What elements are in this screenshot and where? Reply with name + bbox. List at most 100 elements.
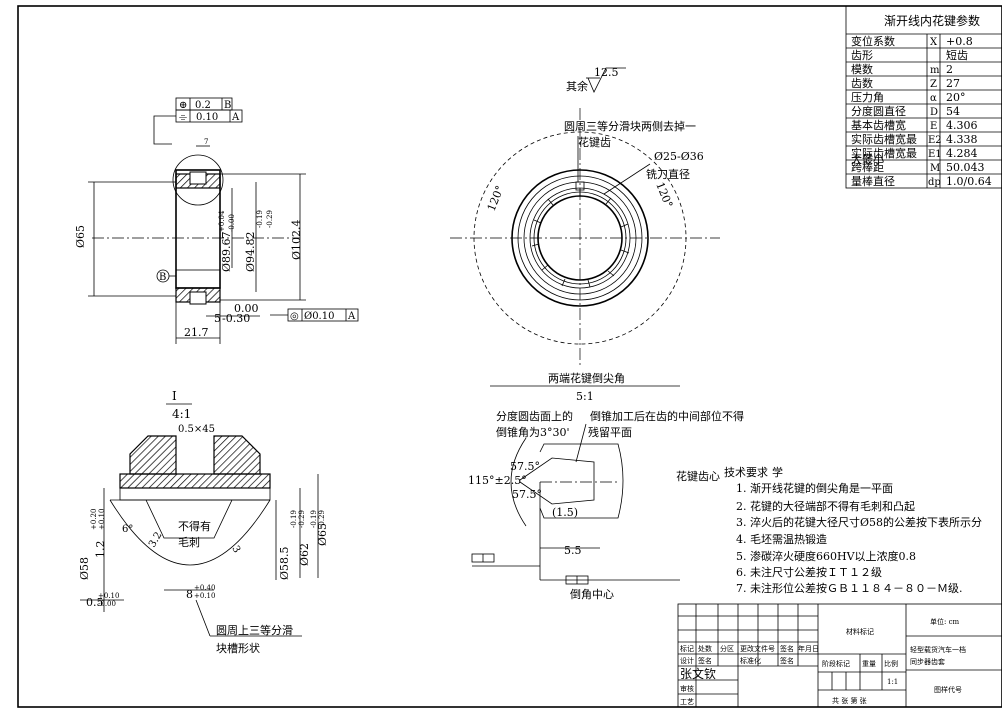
svg-text:8: 8	[186, 588, 193, 601]
chamfer-view: 两端花键倒尖角 5:1 分度圆齿面上的 倒锥角为3°30' 倒锥加工后在齿的中间…	[468, 371, 744, 601]
param-value: 20°	[946, 91, 966, 104]
param-value: 50.043	[946, 161, 985, 174]
svg-text:-0.00: -0.00	[228, 214, 236, 232]
svg-text:-0.29: -0.29	[298, 510, 306, 528]
section-view: ⊕ 0.2 B ⌯ 0.10 A 7 Ø65 Ø89.67 +0.04 -0.0…	[74, 97, 359, 344]
drawing-number: 图样代号	[934, 685, 962, 694]
svg-text:115°±2.5°: 115°±2.5°	[468, 474, 527, 487]
param-symbol: D	[930, 107, 938, 118]
param-value: +0.8	[946, 35, 973, 48]
svg-text:不得有: 不得有	[178, 519, 211, 533]
title-block: 标记 处数 分区 更改文件号 签名 年月日 设计 签名 标准化 签名 张文钦 审…	[677, 603, 1002, 708]
dim-d65-detail: Ø65	[316, 523, 329, 546]
param-name: 跨棒距	[851, 160, 884, 174]
param-symbol: E1	[928, 149, 942, 160]
param-symbol: Z	[930, 79, 937, 90]
dim-d94: Ø94.82	[244, 231, 257, 272]
svg-text:+0.40: +0.40	[194, 584, 215, 592]
angle-left: 120°	[485, 184, 507, 213]
note-chamfer-center: 倒角中心	[570, 588, 614, 601]
chamfer-note: 0.5×45	[178, 424, 215, 435]
svg-text:标记: 标记	[680, 644, 694, 653]
svg-text:A: A	[347, 311, 356, 322]
svg-text:学: 学	[772, 465, 783, 479]
note-slider: 圆周三等分滑块两侧去掉一	[564, 119, 696, 133]
param-name: 分度圆直径	[851, 104, 906, 118]
position-tolerance-icon: ⊕	[179, 100, 187, 111]
note-cutter-range: Ø25-Ø36	[654, 150, 704, 163]
param-symbol: dp	[928, 177, 941, 188]
svg-text:签名: 签名	[780, 656, 794, 665]
param-name: 实际齿槽宽最	[851, 146, 917, 160]
svg-text:(1.5): (1.5)	[552, 506, 578, 519]
svg-text:+0.04: +0.04	[218, 210, 226, 232]
datum-b-label: B	[159, 272, 166, 283]
param-value: 4.306	[946, 119, 978, 132]
param-name: 模数	[851, 63, 873, 76]
param-name: 齿数	[851, 77, 873, 90]
param-value: 2	[946, 63, 953, 76]
front-view: 圆周三等分滑块两侧去掉一 花键齿 Ø25-Ø36 铣刀直径 120° 120°	[450, 108, 720, 368]
dim-d102: Ø102.4	[290, 219, 303, 260]
param-value: 短齿	[946, 48, 968, 62]
param-value: 27	[946, 77, 960, 90]
requirement-item: 4. 毛坯需温热锻造	[736, 532, 827, 546]
svg-text:毛刺: 毛刺	[178, 536, 200, 549]
surface-roughness-symbol: 其余 12.5	[566, 66, 626, 93]
param-symbol: α	[930, 93, 937, 104]
svg-text:A: A	[231, 112, 240, 123]
svg-text:-0.30: -0.30	[222, 312, 250, 325]
svg-text:共 张 第 张: 共 张 第 张	[832, 696, 867, 705]
param-symbol: m	[930, 65, 940, 76]
dim-d62: Ø62	[298, 543, 311, 566]
dim-d89: Ø89.67	[220, 231, 233, 272]
param-name: 齿形	[851, 49, 873, 62]
svg-text:单位: cm: 单位: cm	[930, 617, 960, 626]
svg-text:1.2: 1.2	[94, 541, 107, 559]
svg-text:7: 7	[204, 138, 208, 146]
svg-text:-0.29: -0.29	[318, 510, 326, 528]
svg-text:0.2: 0.2	[195, 100, 211, 111]
requirement-item: 6. 未注尺寸公差按ＩＴ１２级	[736, 565, 882, 579]
requirements-title: 技术要求	[724, 466, 768, 479]
svg-text:1:1: 1:1	[887, 678, 898, 686]
svg-text:更改文件号: 更改文件号	[740, 644, 775, 653]
params-title: 渐开线内花键参数	[884, 13, 980, 28]
spline-params-table: 渐开线内花键参数 变位系数 X +0.8 齿形 短齿 模数 m 2 齿数 Z 2…	[845, 5, 1002, 189]
svg-text:5: 5	[214, 312, 221, 325]
dim-d58: Ø58	[78, 557, 91, 580]
param-name: 实际齿槽宽最	[851, 132, 917, 146]
param-name: 量棒直径	[851, 174, 895, 188]
svg-text:+0.10: +0.10	[194, 592, 215, 600]
svg-text:残留平面: 残留平面	[588, 425, 632, 439]
svg-text:-0.19: -0.19	[310, 510, 318, 528]
technical-requirements: 技术要求 学 1. 渐开线花键的倒尖角是一平面 2. 花键的大径端部不得有毛刺和…	[724, 465, 982, 595]
chamfer-scale: 5:1	[576, 390, 594, 403]
param-name: 基本齿槽宽	[851, 118, 906, 132]
drawing-frame	[17, 5, 1002, 708]
svg-text:57.5°: 57.5°	[512, 488, 542, 501]
note-cutter: 铣刀直径	[646, 167, 690, 181]
designer-name: 张文钦	[680, 666, 716, 681]
svg-text:倒锥角为3°30': 倒锥角为3°30'	[496, 426, 570, 439]
svg-text:0.10: 0.10	[196, 112, 218, 123]
svg-text:倒锥加工后在齿的中间部位不得: 倒锥加工后在齿的中间部位不得	[590, 409, 744, 423]
param-overlap-text: 大最小	[851, 152, 884, 166]
svg-text:+0.20: +0.20	[90, 509, 98, 530]
detail-scale: 4:1	[172, 407, 191, 421]
requirement-item: 7. 未注形位公差按ＧＢ１１８４－８０－Ｍ级.	[736, 581, 963, 595]
detail-label: I	[172, 389, 177, 403]
note-tooth-center: 花键齿心	[676, 469, 720, 483]
dim-d58-5: Ø58.5	[278, 546, 291, 580]
svg-text:57.5°: 57.5°	[510, 460, 540, 473]
detail-view-i: I 4:1 0.5×45 不得有 毛刺 6° 3.2 3 Ø58 1.2 +0.…	[78, 389, 329, 655]
svg-text:6°: 6°	[122, 524, 133, 535]
svg-text:+0.10: +0.10	[98, 592, 119, 600]
svg-text:12.5: 12.5	[594, 66, 619, 79]
dim-width: 21.7	[184, 326, 209, 339]
svg-text:分度圆齿面上的: 分度圆齿面上的	[496, 409, 573, 423]
svg-text:B: B	[224, 100, 231, 111]
param-symbol: E	[930, 121, 937, 132]
requirement-item: 3. 淬火后的花键大径尺寸Ø58的公差按下表所示分	[736, 515, 982, 529]
chamfer-title: 两端花键倒尖角	[548, 371, 625, 385]
